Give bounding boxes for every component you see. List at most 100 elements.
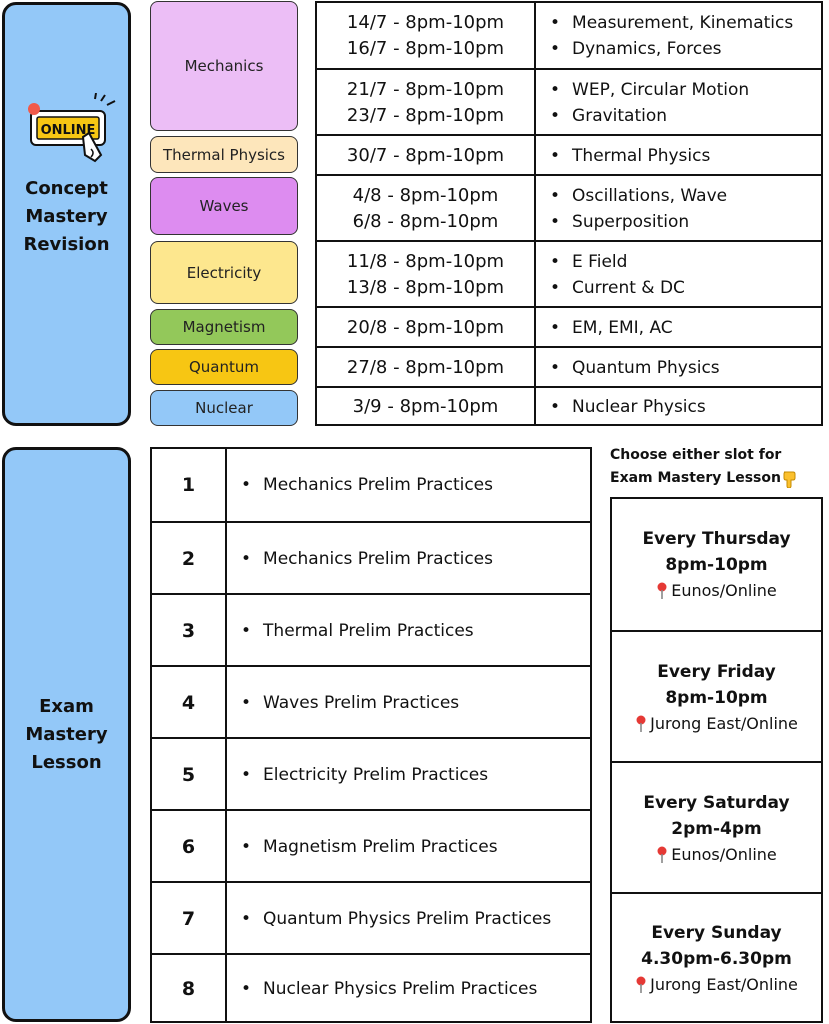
schedule-topic: Current & DC — [550, 275, 821, 301]
lesson-number: 1 — [152, 449, 227, 521]
lesson-text: Magnetism Prelim Practices — [227, 811, 590, 883]
schedule-row: 4/8 - 8pm-10pm 6/8 - 8pm-10pm Oscillatio… — [317, 174, 821, 242]
lesson-text: Quantum Physics Prelim Practices — [227, 883, 590, 955]
lesson-row: 8 Nuclear Physics Prelim Practices — [152, 953, 590, 1023]
location-pin-icon — [657, 582, 667, 599]
location-pin-icon — [636, 976, 646, 993]
exam-lessons-table: 1 Mechanics Prelim Practices 2 Mechanics… — [150, 447, 592, 1023]
schedule-dates: 27/8 - 8pm-10pm — [317, 348, 536, 388]
lesson-number: 8 — [152, 955, 227, 1023]
topic-waves: Waves — [150, 177, 298, 235]
slot-location: Jurong East/Online — [650, 974, 798, 994]
schedule-row: 20/8 - 8pm-10pm EM, EMI, AC — [317, 306, 821, 348]
slot-location-wrap: Jurong East/Online — [635, 711, 798, 737]
schedule-dates: 30/7 - 8pm-10pm — [317, 136, 536, 176]
schedule-date: 4/8 - 8pm-10pm — [352, 185, 499, 206]
schedule-topic: EM, EMI, AC — [550, 315, 821, 341]
choose-slot-line2: Exam Mastery Lesson — [610, 470, 781, 486]
schedule-topic: Nuclear Physics — [550, 394, 821, 420]
schedule-topics: Thermal Physics — [536, 136, 821, 176]
topic-quantum: Quantum — [150, 349, 298, 385]
schedule-date: 6/8 - 8pm-10pm — [352, 211, 499, 232]
lesson-text: Nuclear Physics Prelim Practices — [227, 955, 590, 1023]
schedule-topics: EM, EMI, AC — [536, 308, 821, 348]
schedule-date: 27/8 - 8pm-10pm — [346, 357, 505, 378]
exam-mastery-title: Exam Mastery Lesson — [25, 695, 108, 773]
slot-location: Eunos/Online — [671, 844, 777, 864]
schedule-topics: Oscillations, Wave Superposition — [536, 176, 821, 242]
schedule-topic: Thermal Physics — [550, 143, 821, 169]
schedule-topic: Quantum Physics — [550, 355, 821, 381]
lesson-text: Thermal Prelim Practices — [227, 595, 590, 667]
topic-magnetism: Magnetism — [150, 309, 298, 345]
lesson-text: Mechanics Prelim Practices — [227, 523, 590, 595]
schedule-row: 14/7 - 8pm-10pm 16/7 - 8pm-10pm Measurem… — [317, 3, 821, 68]
schedule-topics: Quantum Physics — [536, 348, 821, 388]
schedule-topic: WEP, Circular Motion — [550, 77, 821, 103]
topic-nuclear: Nuclear — [150, 390, 298, 426]
concept-mastery-sidebar: ONLINE Concept Mastery Revision — [2, 2, 131, 426]
choose-slot-line2-wrap: Exam Mastery Lesson — [610, 467, 825, 490]
lesson-row: 6 Magnetism Prelim Practices — [152, 809, 590, 883]
schedule-dates: 20/8 - 8pm-10pm — [317, 308, 536, 348]
pointing-down-hand-icon — [783, 471, 796, 488]
lesson-number: 5 — [152, 739, 227, 811]
choose-slot-note: Choose either slot for Exam Mastery Less… — [610, 444, 825, 490]
schedule-date: 16/7 - 8pm-10pm — [346, 37, 505, 59]
schedule-row: 30/7 - 8pm-10pm Thermal Physics — [317, 134, 821, 176]
exam-mastery-sidebar: Exam Mastery Lesson — [2, 447, 131, 1022]
lesson-row: 4 Waves Prelim Practices — [152, 665, 590, 739]
lesson-number: 4 — [152, 667, 227, 739]
revision-schedule-table: 14/7 - 8pm-10pm 16/7 - 8pm-10pm Measurem… — [315, 1, 823, 426]
schedule-topics: WEP, Circular Motion Gravitation — [536, 70, 821, 136]
slot-time: 4.30pm-6.30pm — [641, 948, 792, 969]
slot-day: Every Friday — [657, 661, 776, 682]
lesson-text: Mechanics Prelim Practices — [227, 449, 590, 521]
slot-day: Every Thursday — [642, 528, 791, 549]
schedule-row: 27/8 - 8pm-10pm Quantum Physics — [317, 346, 821, 388]
slot-card: Every Friday 8pm-10pm Jurong East/Online — [612, 630, 821, 763]
slot-day: Every Sunday — [651, 922, 782, 943]
concept-mastery-title: Concept Mastery Revision — [23, 178, 110, 255]
schedule-date: 20/8 - 8pm-10pm — [346, 317, 505, 338]
schedule-topic: Superposition — [550, 209, 821, 235]
lesson-text: Waves Prelim Practices — [227, 667, 590, 739]
schedule-date: 13/8 - 8pm-10pm — [346, 277, 505, 298]
schedule-dates: 3/9 - 8pm-10pm — [317, 388, 536, 426]
schedule-topic: Gravitation — [550, 103, 821, 129]
slot-card: Every Sunday 4.30pm-6.30pm Jurong East/O… — [612, 892, 821, 1023]
schedule-topic: Dynamics, Forces — [550, 36, 821, 62]
topic-electricity: Electricity — [150, 241, 298, 304]
lesson-row: 5 Electricity Prelim Practices — [152, 737, 590, 811]
schedule-dates: 14/7 - 8pm-10pm 16/7 - 8pm-10pm — [317, 3, 536, 68]
schedule-topics: Measurement, Kinematics Dynamics, Forces — [536, 3, 821, 68]
schedule-date: 14/7 - 8pm-10pm — [346, 11, 505, 33]
choose-slot-line1: Choose either slot for — [610, 447, 782, 463]
topic-thermal-physics: Thermal Physics — [150, 136, 298, 173]
schedule-date: 11/8 - 8pm-10pm — [346, 251, 505, 272]
online-badge-icon: ONLINE — [28, 93, 116, 163]
lesson-number: 3 — [152, 595, 227, 667]
schedule-topics: Nuclear Physics — [536, 388, 821, 426]
schedule-date: 3/9 - 8pm-10pm — [352, 396, 499, 417]
schedule-date: 21/7 - 8pm-10pm — [346, 79, 505, 100]
schedule-topics: E Field Current & DC — [536, 242, 821, 308]
slot-day: Every Saturday — [643, 792, 790, 813]
location-pin-icon — [636, 715, 646, 732]
online-badge-text: ONLINE — [41, 123, 96, 138]
slot-card: Every Saturday 2pm-4pm Eunos/Online — [612, 761, 821, 894]
schedule-row: 3/9 - 8pm-10pm Nuclear Physics — [317, 386, 821, 426]
schedule-row: 21/7 - 8pm-10pm 23/7 - 8pm-10pm WEP, Cir… — [317, 68, 821, 136]
slot-location-wrap: Eunos/Online — [656, 842, 777, 868]
slot-time: 2pm-4pm — [671, 818, 762, 839]
topic-mechanics: Mechanics — [150, 1, 298, 131]
lesson-row: 2 Mechanics Prelim Practices — [152, 521, 590, 595]
lesson-row: 1 Mechanics Prelim Practices — [152, 449, 590, 521]
schedule-date: 23/7 - 8pm-10pm — [346, 105, 505, 126]
schedule-row: 11/8 - 8pm-10pm 13/8 - 8pm-10pm E Field … — [317, 240, 821, 308]
schedule-dates: 21/7 - 8pm-10pm 23/7 - 8pm-10pm — [317, 70, 536, 136]
lesson-number: 7 — [152, 883, 227, 955]
schedule-dates: 4/8 - 8pm-10pm 6/8 - 8pm-10pm — [317, 176, 536, 242]
slot-card: Every Thursday 8pm-10pm Eunos/Online — [612, 499, 821, 630]
slot-options: Every Thursday 8pm-10pm Eunos/Online Eve… — [610, 497, 823, 1023]
